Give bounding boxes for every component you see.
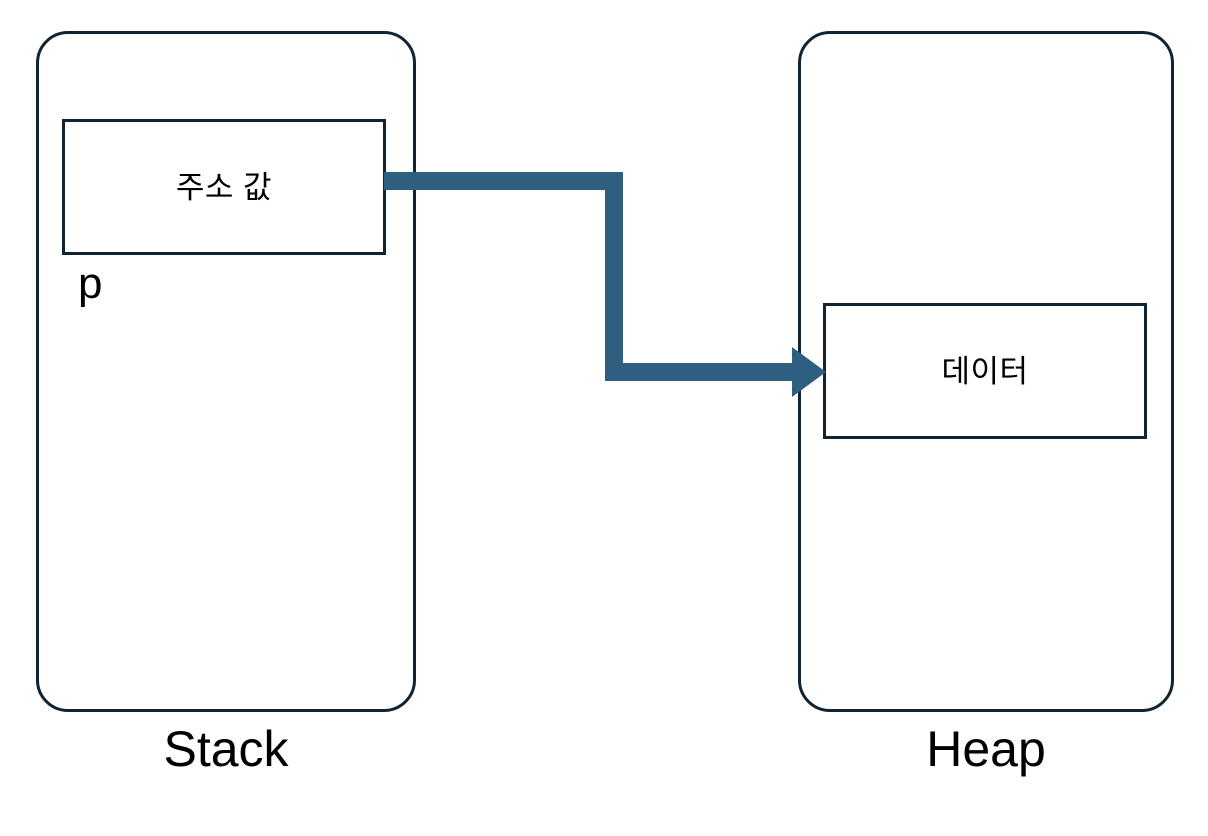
stack-address-cell-label: 주소 값 <box>175 169 273 205</box>
arrow-elbow-path <box>384 172 798 381</box>
pointer-variable-label: p <box>78 259 103 308</box>
heap-data-cell: 데이터 <box>823 303 1147 439</box>
stack-address-cell: 주소 값 <box>62 119 386 255</box>
stack-region-label: Stack <box>163 721 289 777</box>
heap-region-label: Heap <box>926 721 1046 777</box>
heap-data-cell-label: 데이터 <box>941 353 1029 389</box>
address-to-data-arrow-icon <box>384 172 826 397</box>
